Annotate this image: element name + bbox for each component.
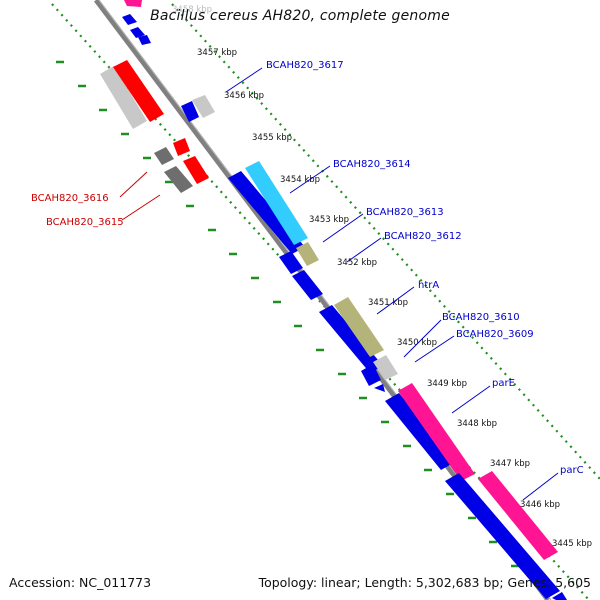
- tick-label-3453: 3453 kbp: [309, 215, 349, 225]
- gene-BCAH820_3609[interactable]: [374, 384, 385, 392]
- gene-label-BCAH820_3616[interactable]: BCAH820_3616: [31, 193, 109, 204]
- gene-BCAH820_3617[interactable]: [181, 95, 215, 122]
- gene-label-parE[interactable]: parE: [492, 378, 515, 389]
- gene-label-BCAH820_3612[interactable]: BCAH820_3612: [384, 231, 462, 242]
- gene-BCAH820_3612[interactable]: [292, 270, 323, 300]
- gene-BCAH820_3610[interactable]: [361, 355, 398, 386]
- left-guide-dashes: [56, 60, 519, 568]
- feature-BCAH820_3616-group[interactable]: [100, 60, 164, 129]
- tick-label-3449: 3449 kbp: [427, 379, 467, 389]
- gene-label-BCAH820_3613[interactable]: BCAH820_3613: [366, 207, 444, 218]
- gene-BCAH820_3614[interactable]: [228, 161, 308, 254]
- tick-label-3454: 3454 kbp: [280, 175, 320, 185]
- gene-label-parC[interactable]: parC: [560, 465, 584, 476]
- tick-label-3447: 3447 kbp: [490, 459, 530, 469]
- tick-label-3452: 3452 kbp: [337, 258, 377, 268]
- gene-label-BCAH820_3609[interactable]: BCAH820_3609: [456, 329, 534, 340]
- gene-label-BCAH820_3610[interactable]: BCAH820_3610: [442, 312, 520, 323]
- tick-label-3456: 3456 kbp: [224, 91, 264, 101]
- tick-label-3446: 3446 kbp: [520, 500, 560, 510]
- tick-label-3451: 3451 kbp: [368, 298, 408, 308]
- tick-label-3450: 3450 kbp: [397, 338, 437, 348]
- gene-htrA[interactable]: [319, 297, 384, 373]
- gene-parE[interactable]: [385, 383, 475, 481]
- genome-summary: Topology: linear; Length: 5,302,683 bp; …: [258, 575, 591, 590]
- tick-label-3445: 3445 kbp: [552, 539, 592, 549]
- tick-label-3458: 3458 kbp: [172, 5, 212, 15]
- right-dotted-guide: [171, 3, 600, 480]
- tick-label-3455: 3455 kbp: [252, 133, 292, 143]
- feature-BCAH820_3615-group[interactable]: [154, 138, 209, 193]
- gene-label-BCAH820_3615[interactable]: BCAH820_3615: [46, 217, 124, 228]
- red-callout-lines: [119, 171, 161, 221]
- top-features[interactable]: [122, 0, 151, 45]
- genome-title: Bacillus cereus AH820, complete genome: [150, 8, 450, 24]
- tick-label-3457: 3457 kbp: [197, 48, 237, 58]
- gene-BCAH820_3613[interactable]: [279, 242, 319, 274]
- gene-label-BCAH820_3614[interactable]: BCAH820_3614: [333, 159, 411, 170]
- gene-parC[interactable]: [445, 471, 567, 600]
- tick-label-3448: 3448 kbp: [457, 419, 497, 429]
- gene-label-BCAH820_3617[interactable]: BCAH820_3617: [266, 60, 344, 71]
- accession-label: Accession: NC_011773: [9, 575, 152, 590]
- gene-label-htrA[interactable]: htrA: [418, 280, 439, 291]
- gene-callout-lines: [225, 67, 559, 501]
